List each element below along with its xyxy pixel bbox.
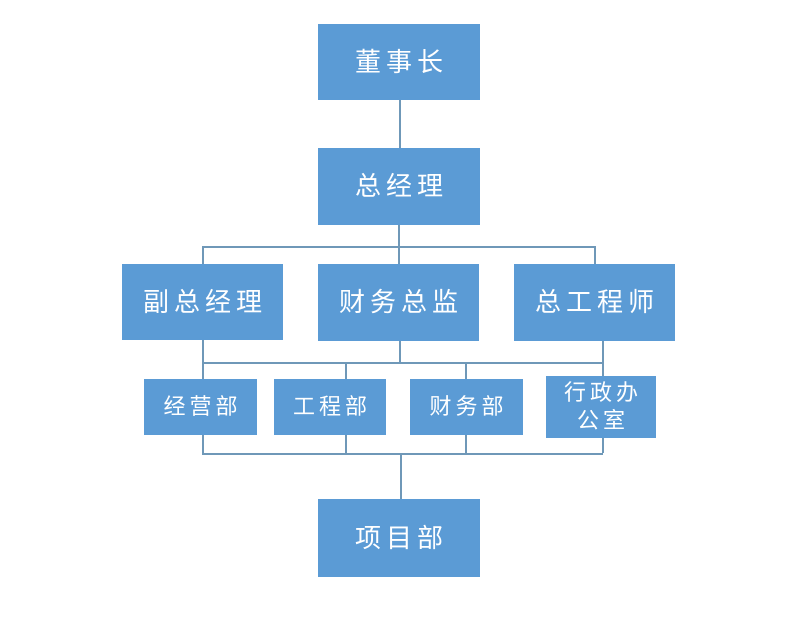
node-deputy-general-manager: 副总经理 — [122, 264, 283, 340]
connector-dgm-ops — [202, 340, 204, 379]
connector-rail-ce — [594, 246, 596, 264]
node-project-dept: 项目部 — [318, 499, 480, 577]
connector-rail-project — [400, 453, 402, 499]
connector-admin-down — [602, 438, 604, 453]
node-chief-engineer: 总工程师 — [514, 264, 675, 341]
connector-fin-down — [465, 435, 467, 453]
connector-rail-dgm — [202, 246, 204, 264]
connector-ops-down — [202, 435, 204, 453]
connector-bottom-rail — [202, 453, 603, 455]
connector-rail-fin — [465, 362, 467, 379]
node-finance-director: 财务总监 — [318, 264, 479, 341]
node-admin-office: 行政办公室 — [546, 376, 656, 438]
connector-level3-rail — [202, 246, 595, 248]
connector-eng-down — [345, 435, 347, 453]
node-finance-dept: 财务部 — [410, 379, 523, 435]
node-engineering-dept: 工程部 — [274, 379, 386, 435]
connector-chairman-gm — [399, 100, 401, 148]
connector-gm-drop — [398, 225, 400, 264]
connector-cfo-drop — [399, 341, 401, 363]
node-general-manager: 总经理 — [318, 148, 480, 225]
connector-rail-eng — [345, 362, 347, 379]
connector-ce-admin — [602, 341, 604, 376]
node-business-dept: 经营部 — [144, 379, 257, 435]
node-chairman: 董事长 — [318, 24, 480, 100]
connector-level4-rail — [202, 362, 603, 364]
